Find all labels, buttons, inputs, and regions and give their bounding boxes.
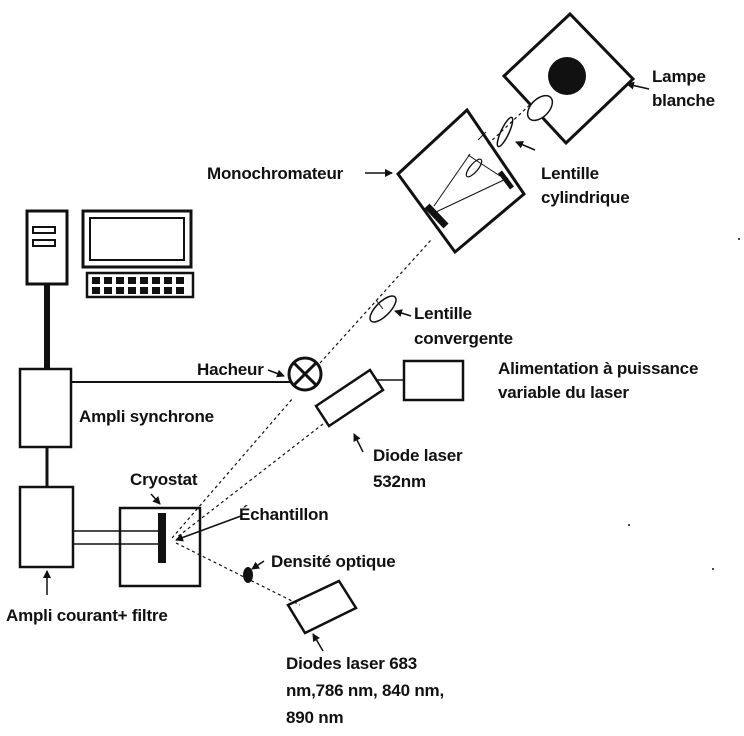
monochromator-icon — [396, 107, 527, 255]
alimentation-label-2: variable du laser — [498, 383, 629, 402]
echantillon-arrow — [175, 515, 242, 542]
lampe-arrow — [626, 81, 650, 90]
cryostat-label: Cryostat — [130, 470, 198, 489]
lentille-conv-arrow — [394, 309, 412, 317]
keyboard-icon — [85, 271, 195, 299]
diode-laser-arrow — [353, 433, 364, 453]
ampli-synchrone-box — [18, 367, 73, 449]
diode-laser-532 — [314, 368, 385, 428]
luminescence-beam-2 — [319, 239, 432, 364]
lamp-beam — [487, 100, 535, 145]
sample — [158, 513, 166, 563]
ampli-courant-box — [18, 485, 75, 569]
diode-laser-label-1: Diode laser — [373, 446, 463, 465]
hacheur-arrow — [267, 369, 285, 378]
converging-lens — [369, 295, 397, 323]
densite-arrow — [251, 560, 265, 570]
lens-detail — [375, 299, 384, 310]
chopper-icon — [287, 356, 323, 392]
luminescence-beam-1 — [171, 397, 294, 539]
lentille-cyl-label-1: Lentille — [541, 164, 599, 183]
ampli-synchrone-label: Ampli synchrone — [79, 407, 214, 426]
lentille-conv-label-1: Lentille — [414, 304, 472, 323]
diodes-laser-ir — [286, 579, 358, 635]
ampli-courant-label: Ampli courant+ filtre — [6, 606, 168, 625]
excitation-beam-532 — [175, 423, 324, 539]
alimentation-label-1: Alimentation à puissance — [498, 359, 699, 378]
lampe-label-2: blanche — [652, 91, 715, 110]
lentille-cyl-label-2: cylindrique — [541, 188, 630, 207]
lamp-icon — [501, 11, 636, 146]
echantillon-label: Échantillon — [239, 505, 329, 524]
diodes-label-2: nm,786 nm, 840 nm, — [286, 681, 444, 700]
diode-laser-label-2: 532nm — [373, 472, 426, 491]
lamp-bulb-icon — [548, 57, 586, 95]
lentille-cyl-arrow — [515, 141, 536, 151]
lentille-conv-label-2: convergente — [414, 329, 513, 348]
diodes-label-1: Diodes laser 683 — [286, 654, 417, 673]
alimentation-box — [402, 359, 465, 402]
cryostat-arrow — [150, 493, 161, 505]
diodes-label-3: 890 nm — [286, 708, 344, 727]
cylindrical-lens — [496, 116, 514, 148]
excitation-beam-ir — [175, 542, 301, 606]
monochromateur-label: Monochromateur — [207, 164, 344, 183]
cryostat-box — [118, 506, 202, 588]
optical-density-filter — [243, 567, 253, 583]
densite-label: Densité optique — [271, 552, 396, 571]
hacheur-label: Hacheur — [197, 360, 264, 379]
diodes-arrow — [312, 633, 324, 652]
lampe-label-1: Lampe — [652, 67, 706, 86]
